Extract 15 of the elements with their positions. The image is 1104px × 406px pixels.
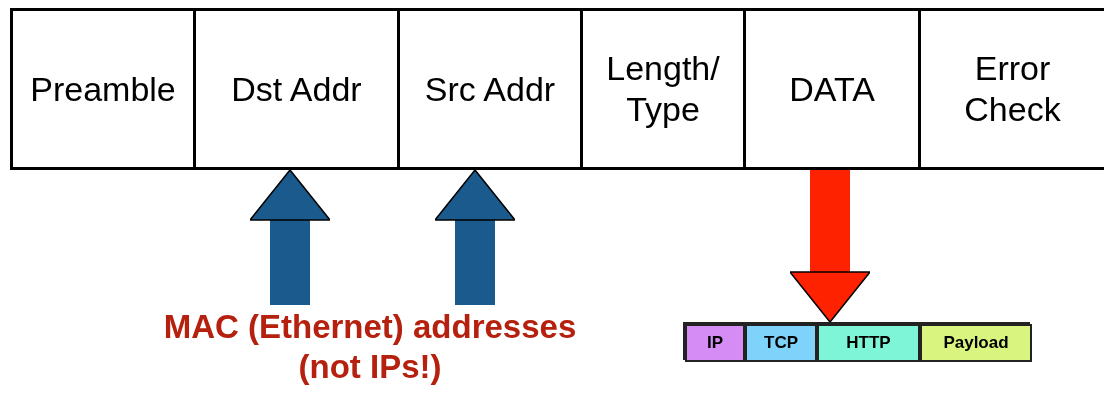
block-arrow [249, 169, 331, 305]
field-label: TCP [764, 333, 798, 353]
block-arrow [789, 170, 871, 323]
field-label: Payload [943, 333, 1009, 353]
field-label: Error Check [963, 48, 1062, 130]
field-label: DATA [789, 68, 875, 110]
block-arrow [434, 169, 516, 305]
field-label: IP [706, 333, 724, 353]
field-label: Dst Addr [231, 68, 362, 110]
caption-text: MAC (Ethernet) addresses (not IPs!) [135, 305, 605, 389]
field-label: HTTP [846, 333, 891, 353]
field-label: Length/ Type [605, 48, 721, 130]
field-label: Src Addr [424, 68, 556, 110]
field-label: Preamble [30, 68, 176, 110]
packet-strip [683, 322, 1030, 360]
